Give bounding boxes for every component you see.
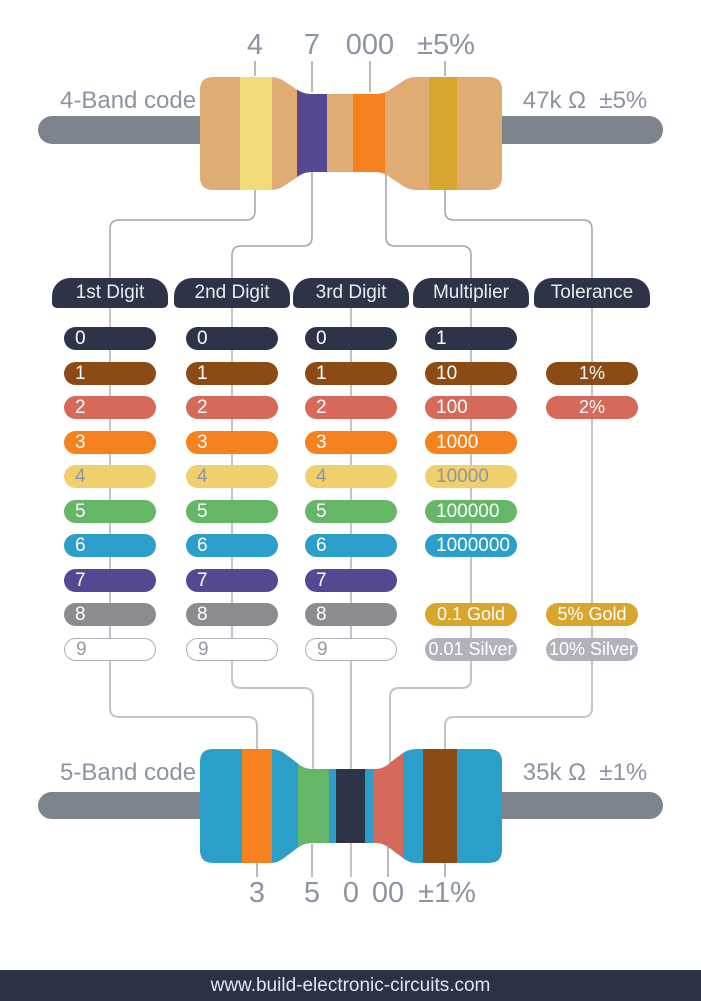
color-pill-yellow-10000: 10000 [425,465,517,488]
five-band-code-label: 5-Band code [60,759,197,786]
color-pill-orange-3: 3 [305,430,397,454]
color-pill-red-100: 100 [425,396,517,419]
four-band-band-1-value: 4 [246,29,264,61]
color-pill-black-0: 0 [186,327,278,350]
five-band-band-4 [373,749,403,863]
color-pill-silver-0.01-silver: 0.01 Silver [425,637,517,661]
color-pill-silver-10%-silver: 10% Silver [546,637,638,661]
four-band-band-3 [353,77,385,190]
color-pill-green-5: 5 [305,499,397,523]
color-pill-brown-1: 1 [64,361,156,385]
color-pill-green-5: 5 [64,499,156,523]
four-band-band-1 [240,77,272,190]
column-header-2nd-digit: 2nd Digit [174,278,290,308]
color-pill-white-9: 9 [186,637,278,661]
four-band-band-2-value: 7 [303,29,321,61]
four-band-band-4-value: ±5% [417,29,475,61]
five-band-band-5 [423,749,457,863]
color-pill-gray-8: 8 [64,603,156,626]
color-pill-brown-1%: 1% [546,361,638,385]
four-band-resistor [200,77,502,190]
five-band-band-2-value: 5 [303,877,321,909]
column-header-multiplier: Multiplier [413,278,529,308]
five-band-band-3-value: 0 [342,877,360,909]
color-pill-yellow-4: 4 [186,465,278,488]
color-pill-brown-10: 10 [425,361,517,385]
four-band-band-3-value: 000 [345,29,395,61]
color-pill-black-1: 1 [425,327,517,350]
color-pill-blue-6: 6 [305,534,397,557]
four-band-code-label: 4-Band code [60,87,197,114]
color-pill-yellow-4: 4 [305,465,397,488]
column-header-1st-digit: 1st Digit [52,278,168,308]
color-pill-white-9: 9 [64,637,156,661]
color-pill-violet-7: 7 [305,568,397,592]
color-pill-orange-3: 3 [64,430,156,454]
color-pill-violet-7: 7 [64,568,156,592]
color-pill-violet-7: 7 [186,568,278,592]
four-band-resistor-body [200,77,502,190]
color-pill-red-2: 2 [64,396,156,419]
color-pill-yellow-4: 4 [64,465,156,488]
color-pill-brown-1: 1 [186,361,278,385]
footer-url[interactable]: www.build-electronic-circuits.com [210,974,491,996]
five-band-band-5-value: ±1% [418,877,476,909]
color-pill-red-2: 2 [186,396,278,419]
five-band-value-label: 35k Ω ±1% [522,759,648,786]
color-pill-gray-8: 8 [305,603,397,626]
column-header-3rd-digit: 3rd Digit [293,278,409,308]
color-pill-orange-3: 3 [186,430,278,454]
four-band-value-label: 47k Ω ±5% [522,87,648,114]
color-pill-blue-6: 6 [64,534,156,557]
color-pill-black-0: 0 [305,327,397,350]
label-tick-lines [254,61,446,877]
top-connector-lines [109,171,593,279]
color-pill-green-5: 5 [186,499,278,523]
four-band-band-4 [429,77,457,190]
color-pill-orange-1000: 1000 [425,430,517,454]
color-pill-blue-6: 6 [186,534,278,557]
five-band-band-1 [242,749,272,863]
color-pill-green-100000: 100000 [425,499,517,523]
color-pill-brown-1: 1 [305,361,397,385]
five-band-band-4-value: 00 [371,877,405,909]
column-header-tolerance: Tolerance [534,278,650,308]
color-pill-blue-1000000: 1000000 [425,534,517,557]
color-pill-white-9: 9 [305,637,397,661]
color-pill-black-0: 0 [64,327,156,350]
color-pill-red-2: 2 [305,396,397,419]
color-pill-gold-0.1-gold: 0.1 Gold [425,603,517,626]
five-band-band-1-value: 3 [248,877,266,909]
color-pill-gold-5%-gold: 5% Gold [546,603,638,626]
color-pill-gray-8: 8 [186,603,278,626]
four-band-band-2 [297,77,327,190]
color-pill-red-2%: 2% [546,396,638,419]
footer-bar: www.build-electronic-circuits.com [0,970,701,1001]
